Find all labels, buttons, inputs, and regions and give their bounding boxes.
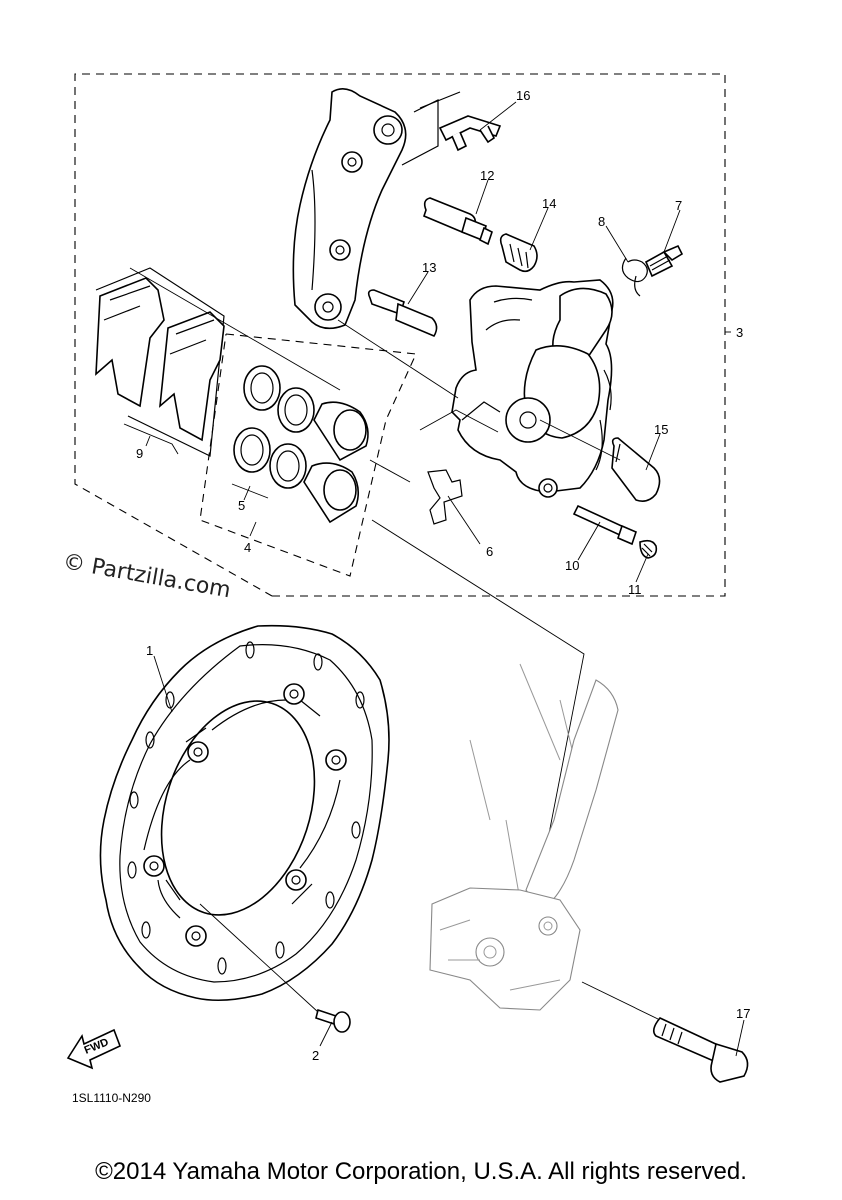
caliper-assembly-boundary xyxy=(74,73,726,597)
pin-boot-lower xyxy=(611,437,661,502)
pad-support-spring xyxy=(427,469,463,525)
diagram-code: 1SL1110-N290 xyxy=(72,1091,151,1105)
disc-bolt xyxy=(199,903,351,1033)
callout-7: 7 xyxy=(675,198,682,213)
callout-16: 16 xyxy=(516,88,530,103)
pad-pin-plug xyxy=(639,539,658,559)
callout-1: 1 xyxy=(146,643,153,658)
callout-12: 12 xyxy=(480,168,494,183)
caliper-seal-kit xyxy=(199,333,417,577)
caliper-pistons xyxy=(303,401,369,524)
pin-boot-upper xyxy=(499,233,538,273)
slide-pin-lower xyxy=(367,289,438,338)
watermark: © Partzilla.com xyxy=(61,549,233,603)
copyright-notice: ©2014 Yamaha Motor Corporation, U.S.A. A… xyxy=(95,1158,747,1185)
fwd-arrow-icon: FWD xyxy=(66,1028,122,1070)
brake-disc xyxy=(99,624,390,1002)
callout-15: 15 xyxy=(654,422,668,437)
pad-clip xyxy=(438,115,502,152)
callout-13: 13 xyxy=(422,260,436,275)
callout-11: 11 xyxy=(628,582,642,597)
caliper-body xyxy=(451,279,614,498)
callout-9: 9 xyxy=(136,446,143,461)
callout-4: 4 xyxy=(244,540,251,555)
pad-pin xyxy=(572,504,637,546)
caliper-bracket xyxy=(292,88,461,330)
callout-17: 17 xyxy=(736,1006,750,1021)
assembly-guide-lines xyxy=(129,267,661,1021)
slide-pin-upper xyxy=(423,197,493,246)
callout-6: 6 xyxy=(486,544,493,559)
caliper-mounting-bolt xyxy=(652,1017,749,1083)
bleed-screw xyxy=(644,244,684,278)
callout-10: 10 xyxy=(565,558,579,573)
callout-5: 5 xyxy=(238,498,245,513)
callout-2: 2 xyxy=(312,1048,319,1063)
brake-pad-kit xyxy=(95,267,225,457)
front-fork-ghost xyxy=(429,663,619,1011)
callout-leaders xyxy=(123,101,745,1057)
bleed-screw-cap xyxy=(621,257,648,297)
callout-14: 14 xyxy=(542,196,556,211)
exploded-parts-diagram: FWD 1 2 3 4 5 6 7 8 9 10 11 12 13 14 15 … xyxy=(61,73,750,1105)
callout-8: 8 xyxy=(598,214,605,229)
callout-3: 3 xyxy=(736,325,743,340)
